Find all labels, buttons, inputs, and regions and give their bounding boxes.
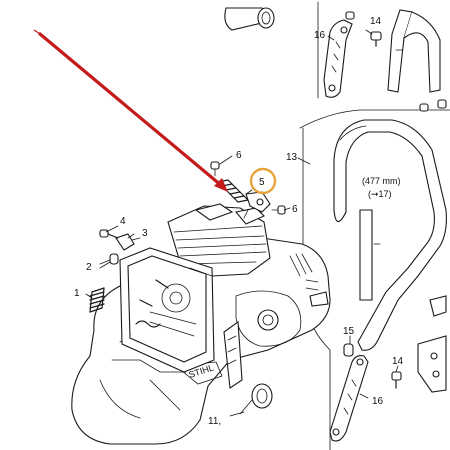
screw-part-14-upper [370, 31, 382, 47]
callout-13: 13 [286, 152, 298, 163]
part-1-spring [89, 287, 105, 313]
part-5-spring [217, 179, 271, 219]
callout-14-upper: 14 [370, 16, 382, 27]
part-11-grommet [239, 383, 273, 415]
screw-part-14-lower [391, 371, 402, 389]
part-4-screw [99, 229, 119, 239]
screw-right-middle [419, 99, 447, 112]
pointer-arrow [33, 29, 228, 192]
reference-annotation: (➞17) [368, 189, 392, 199]
part-2-bushing [99, 253, 119, 265]
callout-15: 15 [343, 326, 355, 337]
bracket-right [417, 295, 447, 393]
callout-14-lower: 14 [392, 356, 404, 367]
front-handle-loop [333, 119, 447, 351]
callout-4: 4 [120, 216, 126, 227]
callout-1: 1 [74, 288, 80, 299]
leader-lines [85, 29, 399, 417]
callout-labels: 1 2 3 4 5 6 6 11, 13 14 14 15 16 16 (477… [74, 16, 404, 427]
small-screw-top [345, 11, 355, 20]
callout-16-upper: 16 [314, 30, 326, 41]
callout-6-lower: 6 [292, 204, 298, 215]
callout-16-lower: 16 [372, 396, 384, 407]
callout-11: 11, [208, 416, 221, 427]
rear-handle-bar [387, 9, 441, 93]
part-15-sleeve [343, 343, 354, 357]
highlight-ring [249, 167, 277, 195]
callout-5: 5 [259, 177, 265, 188]
part-6-screw-upper [210, 161, 220, 177]
callout-6-upper: 6 [236, 150, 242, 161]
cylinder-fins [167, 203, 271, 277]
tube-fragment [224, 7, 275, 31]
callout-3: 3 [142, 228, 148, 239]
handle-bracket-upper [323, 19, 353, 98]
part-3-clamp [115, 233, 141, 251]
airbox-frame [119, 247, 215, 373]
part-6-screw-lower [271, 205, 286, 215]
measure-annotation: (477 mm) [362, 176, 401, 186]
handle-bracket-lower [329, 355, 369, 442]
callout-2: 2 [86, 262, 92, 273]
